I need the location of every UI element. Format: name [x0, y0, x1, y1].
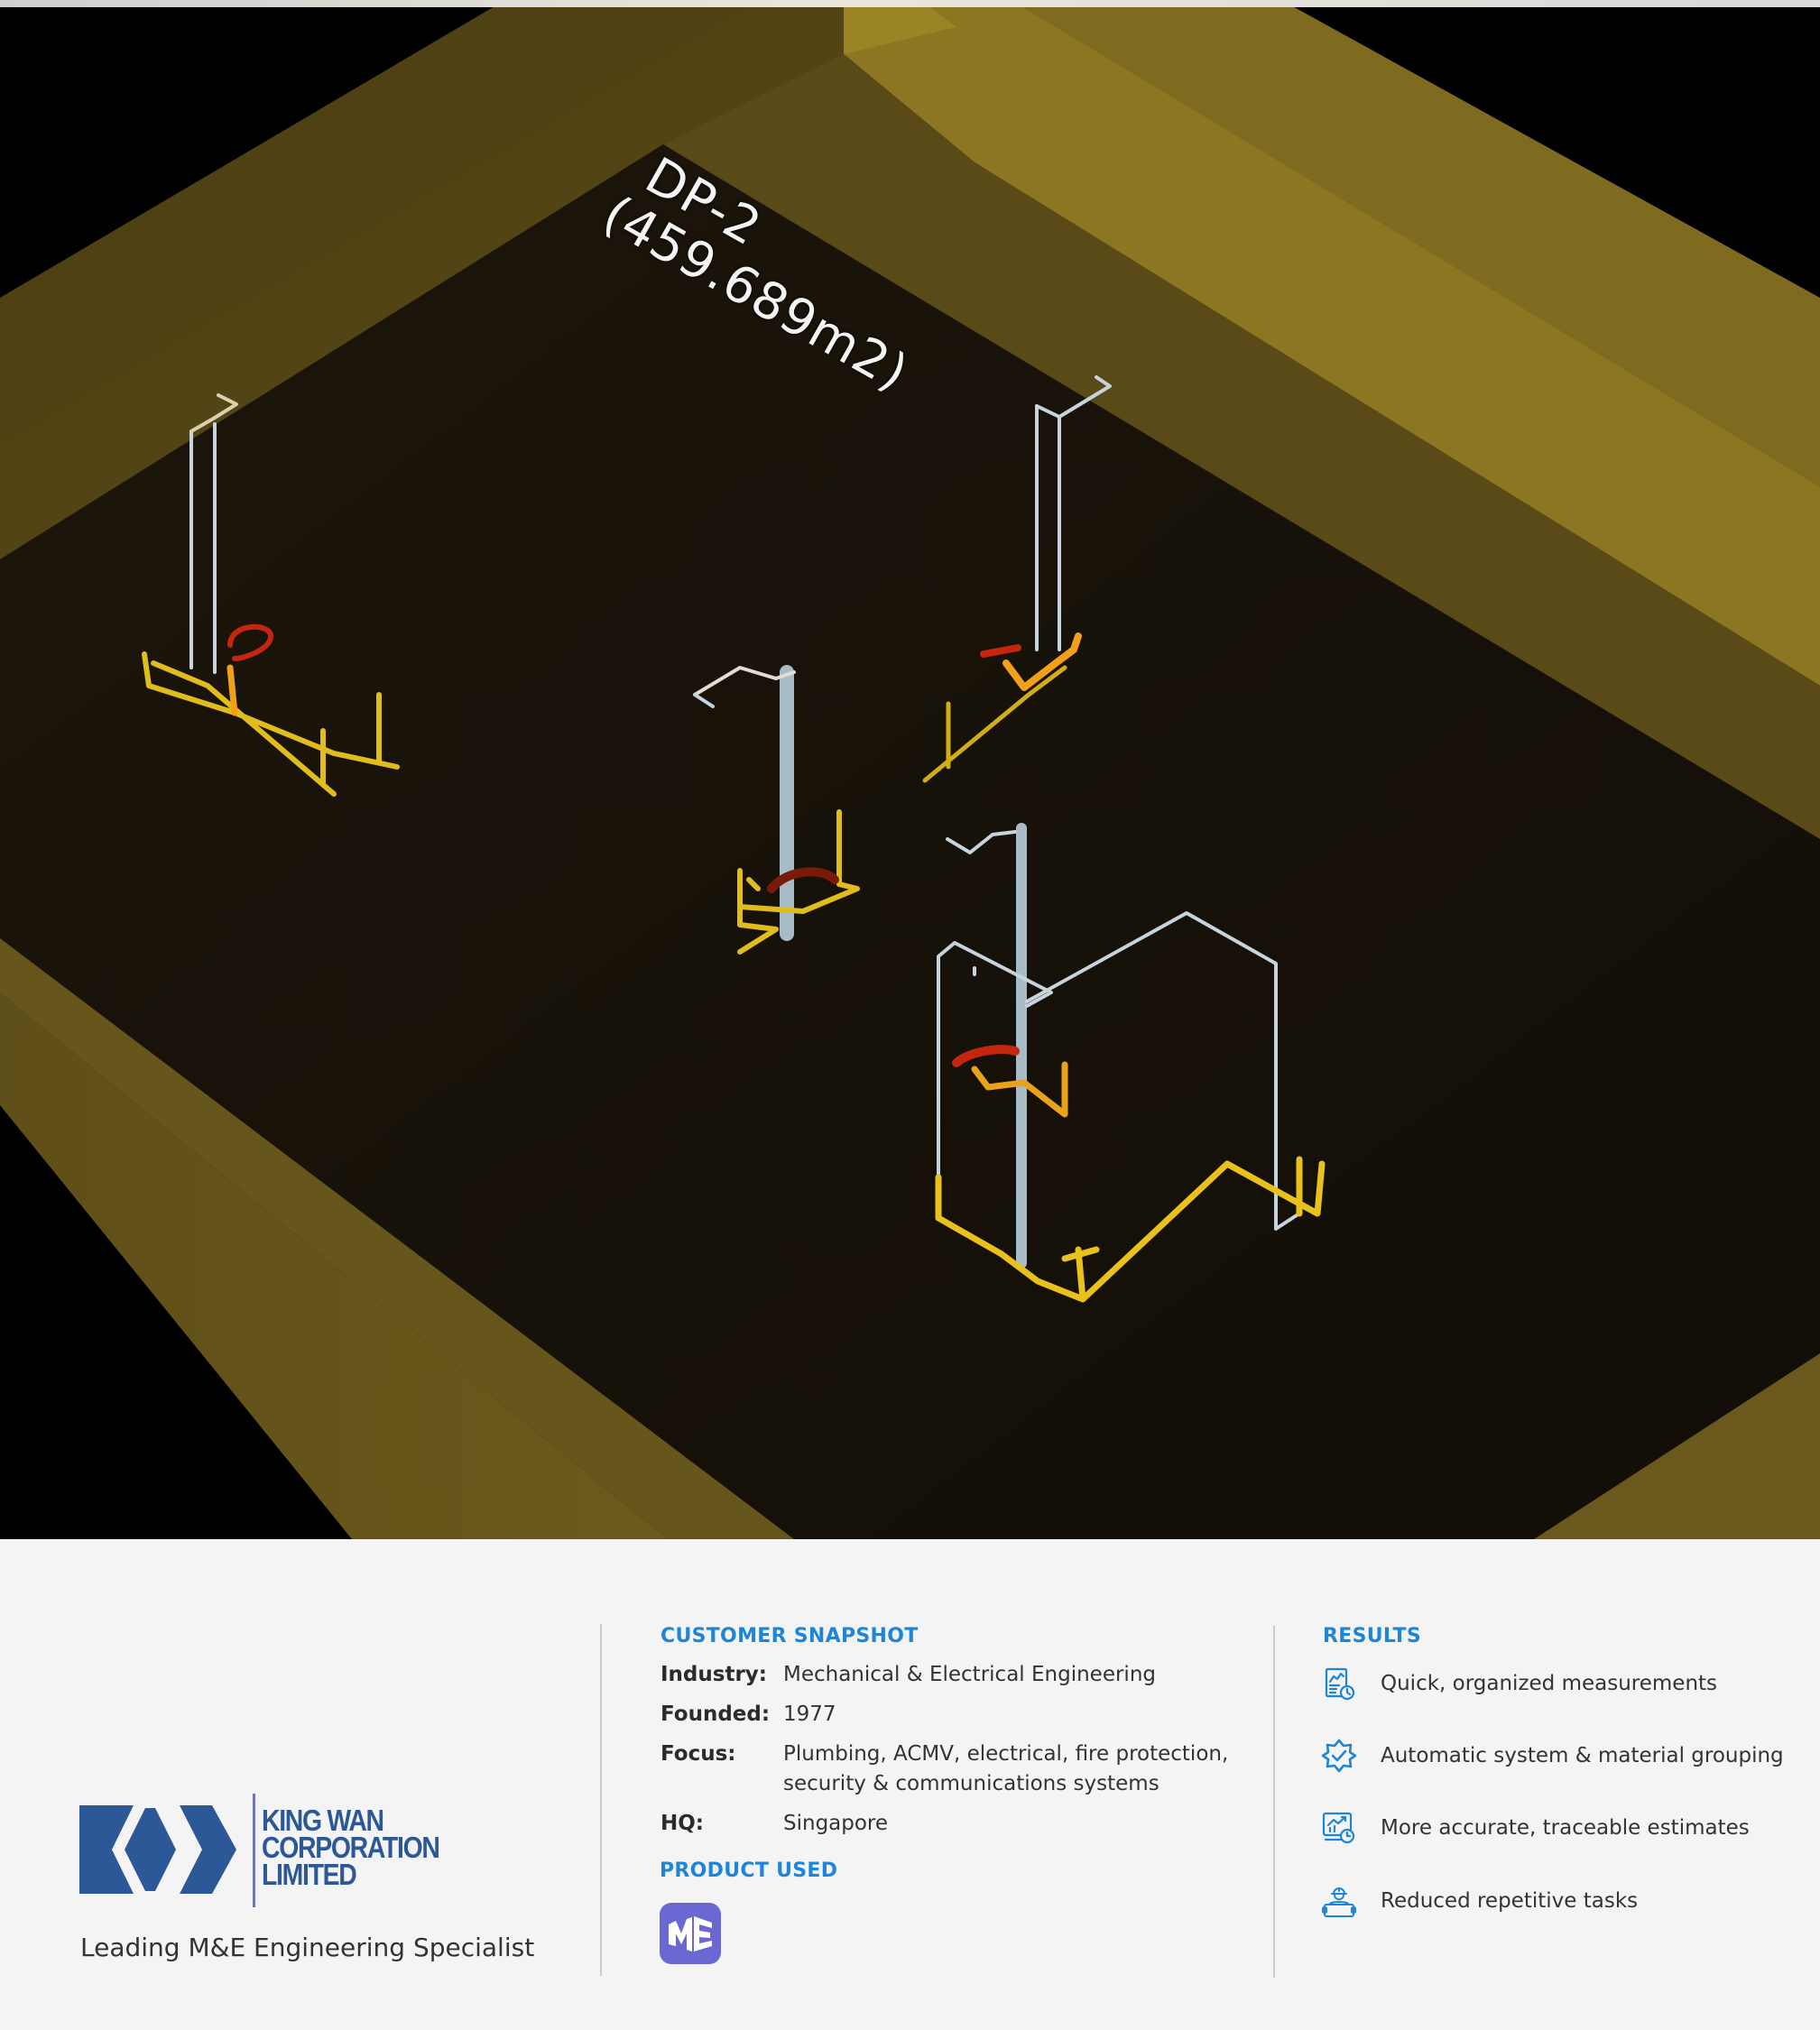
fact-label: Industry: — [661, 1663, 767, 1686]
result-text: Quick, organized measurements — [1381, 1672, 1718, 1695]
pipe-riser-group-2 — [922, 375, 1112, 783]
column-divider-2 — [1273, 1626, 1275, 1978]
company-name: KING WAN CORPORATION LIMITED — [262, 1804, 440, 1891]
pipe-riser-group-1 — [142, 393, 400, 797]
monitor-chart-clock-icon — [1321, 1810, 1357, 1846]
company-tagline: Leading M&E Engineering Specialist — [80, 1933, 535, 1962]
king-wan-logo-mark-icon — [79, 1805, 236, 1894]
pipe-riser-group-4 — [935, 823, 1326, 1303]
company-name-line-3: LIMITED — [262, 1858, 357, 1891]
result-text: Reduced repetitive tasks — [1381, 1889, 1639, 1913]
column-divider-1 — [600, 1624, 602, 1976]
customer-facts-list: Industry: Mechanical & Electrical Engine… — [661, 1660, 1238, 1849]
fact-focus: Focus: Plumbing, ACMV, electrical, fire … — [661, 1739, 1238, 1799]
logo-separator — [253, 1794, 255, 1907]
pipe-riser-group-3 — [693, 665, 860, 955]
verified-badge-icon — [1321, 1738, 1357, 1774]
result-item: Reduced repetitive tasks — [1321, 1883, 1638, 1919]
fact-label: Focus: — [661, 1742, 736, 1766]
results-heading: RESULTS — [1323, 1625, 1422, 1647]
result-item: Automatic system & material grouping — [1321, 1738, 1784, 1774]
fact-value: Singapore — [783, 1812, 889, 1835]
beam-lower-left — [0, 938, 668, 1539]
me-logo-icon — [669, 1916, 712, 1952]
result-text: Automatic system & material grouping — [1381, 1744, 1784, 1767]
product-used-heading: PRODUCT USED — [660, 1859, 838, 1882]
fact-label: HQ: — [661, 1812, 704, 1835]
fact-value: Plumbing, ACMV, electrical, fire protect… — [783, 1742, 1229, 1795]
company-name-line-2: CORPORATION — [262, 1831, 440, 1864]
model-viewport[interactable]: DP-2 (459.689m2) — [0, 0, 1820, 1539]
fact-label: Founded: — [661, 1702, 771, 1726]
fact-value: Mechanical & Electrical Engineering — [783, 1663, 1156, 1686]
result-text: More accurate, traceable estimates — [1381, 1816, 1750, 1840]
viewport-top-border — [0, 0, 1820, 7]
case-study-info-panel: KING WAN CORPORATION LIMITED Leading M&E… — [0, 1539, 1820, 2030]
fact-value: 1977 — [783, 1702, 836, 1726]
building-model-render — [0, 0, 1820, 1539]
report-chart-clock-icon — [1321, 1666, 1357, 1702]
result-item: Quick, organized measurements — [1321, 1666, 1717, 1702]
fact-industry: Industry: Mechanical & Electrical Engine… — [661, 1660, 1238, 1690]
beam-upper-left — [0, 0, 956, 559]
beam-lower-right — [1534, 1353, 1820, 1539]
customer-snapshot-heading: CUSTOMER SNAPSHOT — [661, 1625, 919, 1647]
fact-founded: Founded: 1977 — [661, 1700, 1238, 1730]
fact-hq: HQ: Singapore — [661, 1809, 1238, 1839]
product-app-icon[interactable] — [660, 1903, 721, 1964]
engineer-with-blueprint-icon — [1321, 1883, 1357, 1919]
company-name-line-1: KING WAN — [262, 1804, 384, 1837]
result-item: More accurate, traceable estimates — [1321, 1810, 1750, 1846]
